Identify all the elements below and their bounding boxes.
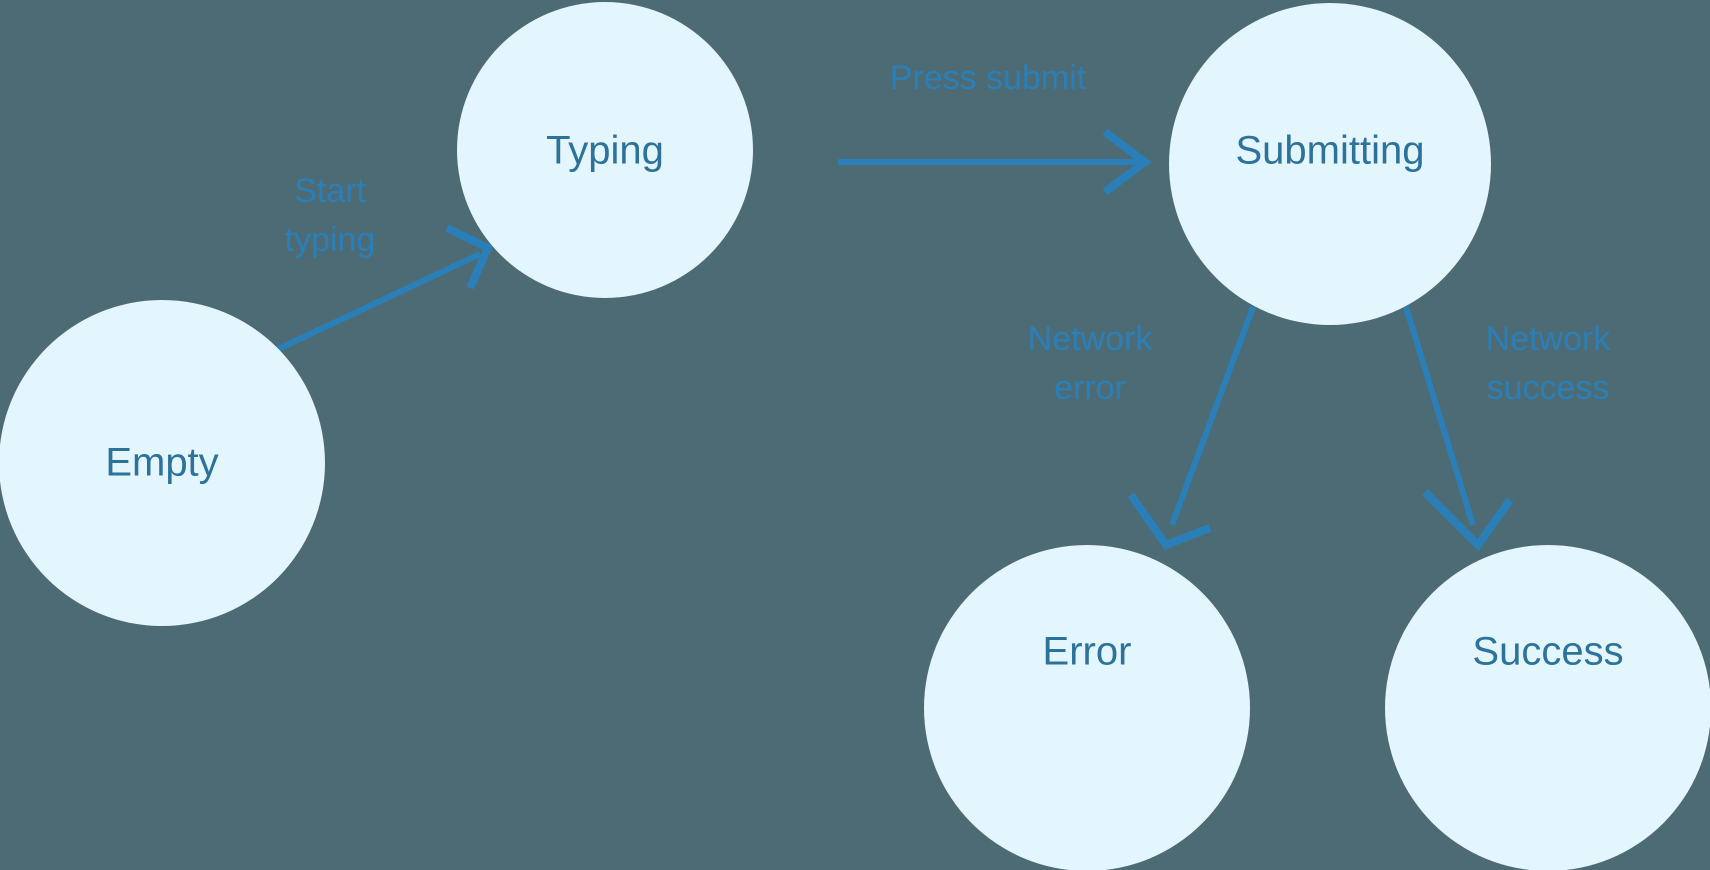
state-node-error[interactable]: Error [924, 545, 1250, 870]
state-node-error-label: Error [1043, 630, 1132, 674]
transition-network-error[interactable] [1127, 305, 1256, 550]
state-node-success[interactable]: Success [1385, 545, 1710, 870]
state-node-empty-label: Empty [105, 441, 218, 485]
transition-start-typing-arrowhead [445, 224, 494, 290]
state-node-success-circle [1385, 545, 1710, 870]
transition-label-network-error-line1: Network [1028, 320, 1154, 358]
transition-press-submit-arrowhead [1102, 128, 1152, 196]
transition-label-network-success-line2: success [1487, 369, 1610, 407]
transition-label-network-success-line1: Network [1486, 320, 1612, 358]
state-node-typing-circle [457, 2, 753, 298]
transition-network-success[interactable] [1403, 306, 1514, 552]
state-node-submitting[interactable]: Submitting [1169, 3, 1491, 325]
state-node-typing[interactable]: Typing [457, 2, 753, 298]
transition-label-press-submit: Press submit [890, 59, 1087, 97]
transition-label-start-typing-line2: typing [285, 221, 376, 259]
state-node-typing-label: Typing [546, 129, 664, 173]
state-node-submitting-circle [1169, 3, 1491, 325]
transition-network-error-line [1169, 305, 1256, 527]
transition-network-success-line [1403, 306, 1476, 526]
state-node-submitting-label: Submitting [1236, 129, 1425, 173]
state-node-success-label: Success [1472, 630, 1623, 674]
transition-label-network-error-line2: error [1054, 369, 1126, 407]
state-node-error-circle [924, 545, 1250, 870]
state-node-empty-circle [0, 300, 325, 626]
transition-network-success-arrowhead [1422, 489, 1514, 552]
state-node-empty[interactable]: Empty [0, 300, 325, 626]
transition-start-typing[interactable] [270, 224, 494, 355]
transition-label-start-typing-line1: Start [294, 172, 366, 210]
transition-network-error-arrowhead [1127, 492, 1212, 550]
transition-start-typing-line [270, 251, 482, 355]
transition-press-submit[interactable] [838, 128, 1152, 196]
